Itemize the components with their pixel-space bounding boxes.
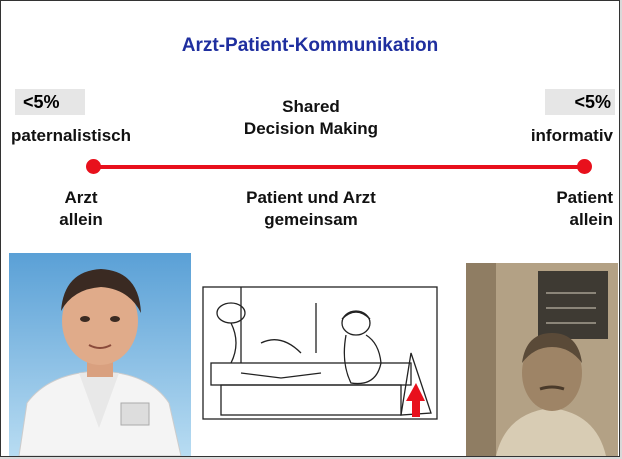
vintage-patient-illustration	[466, 263, 618, 456]
slide-title: Arzt-Patient-Kommunikation	[181, 35, 439, 56]
cartoon-drawing	[202, 286, 438, 420]
spectrum-line	[91, 165, 585, 169]
doctor-portrait-photo	[9, 253, 191, 456]
right-percent-badge: <5%	[545, 89, 615, 115]
center-model-line2: Decision Making	[243, 119, 379, 138]
center-role-label: Patient und Arzt gemeinsam	[1, 187, 621, 231]
center-model-line1: Shared	[282, 97, 340, 116]
right-model-label: informativ	[530, 126, 613, 145]
cartoon-consultation-illustration	[201, 283, 439, 423]
center-role-line2: gemeinsam	[264, 210, 358, 229]
center-role-line1: Patient und Arzt	[246, 188, 376, 207]
right-endpoint-dot	[577, 159, 592, 174]
left-percent-badge: <5%	[15, 89, 85, 115]
right-role-line1: Patient	[556, 188, 613, 207]
right-role-line2: allein	[569, 210, 613, 229]
right-role-label: Patient allein	[556, 187, 613, 231]
left-role-label: Arzt allein	[41, 187, 121, 231]
doctor-portrait-illustration	[9, 253, 191, 456]
left-role-line2: allein	[59, 210, 103, 229]
left-endpoint-dot	[86, 159, 101, 174]
left-model-label: paternalistisch	[11, 126, 131, 145]
vintage-patient-photo	[466, 263, 618, 456]
left-role-line1: Arzt	[64, 188, 98, 207]
center-model-label: Shared Decision Making	[1, 96, 621, 140]
